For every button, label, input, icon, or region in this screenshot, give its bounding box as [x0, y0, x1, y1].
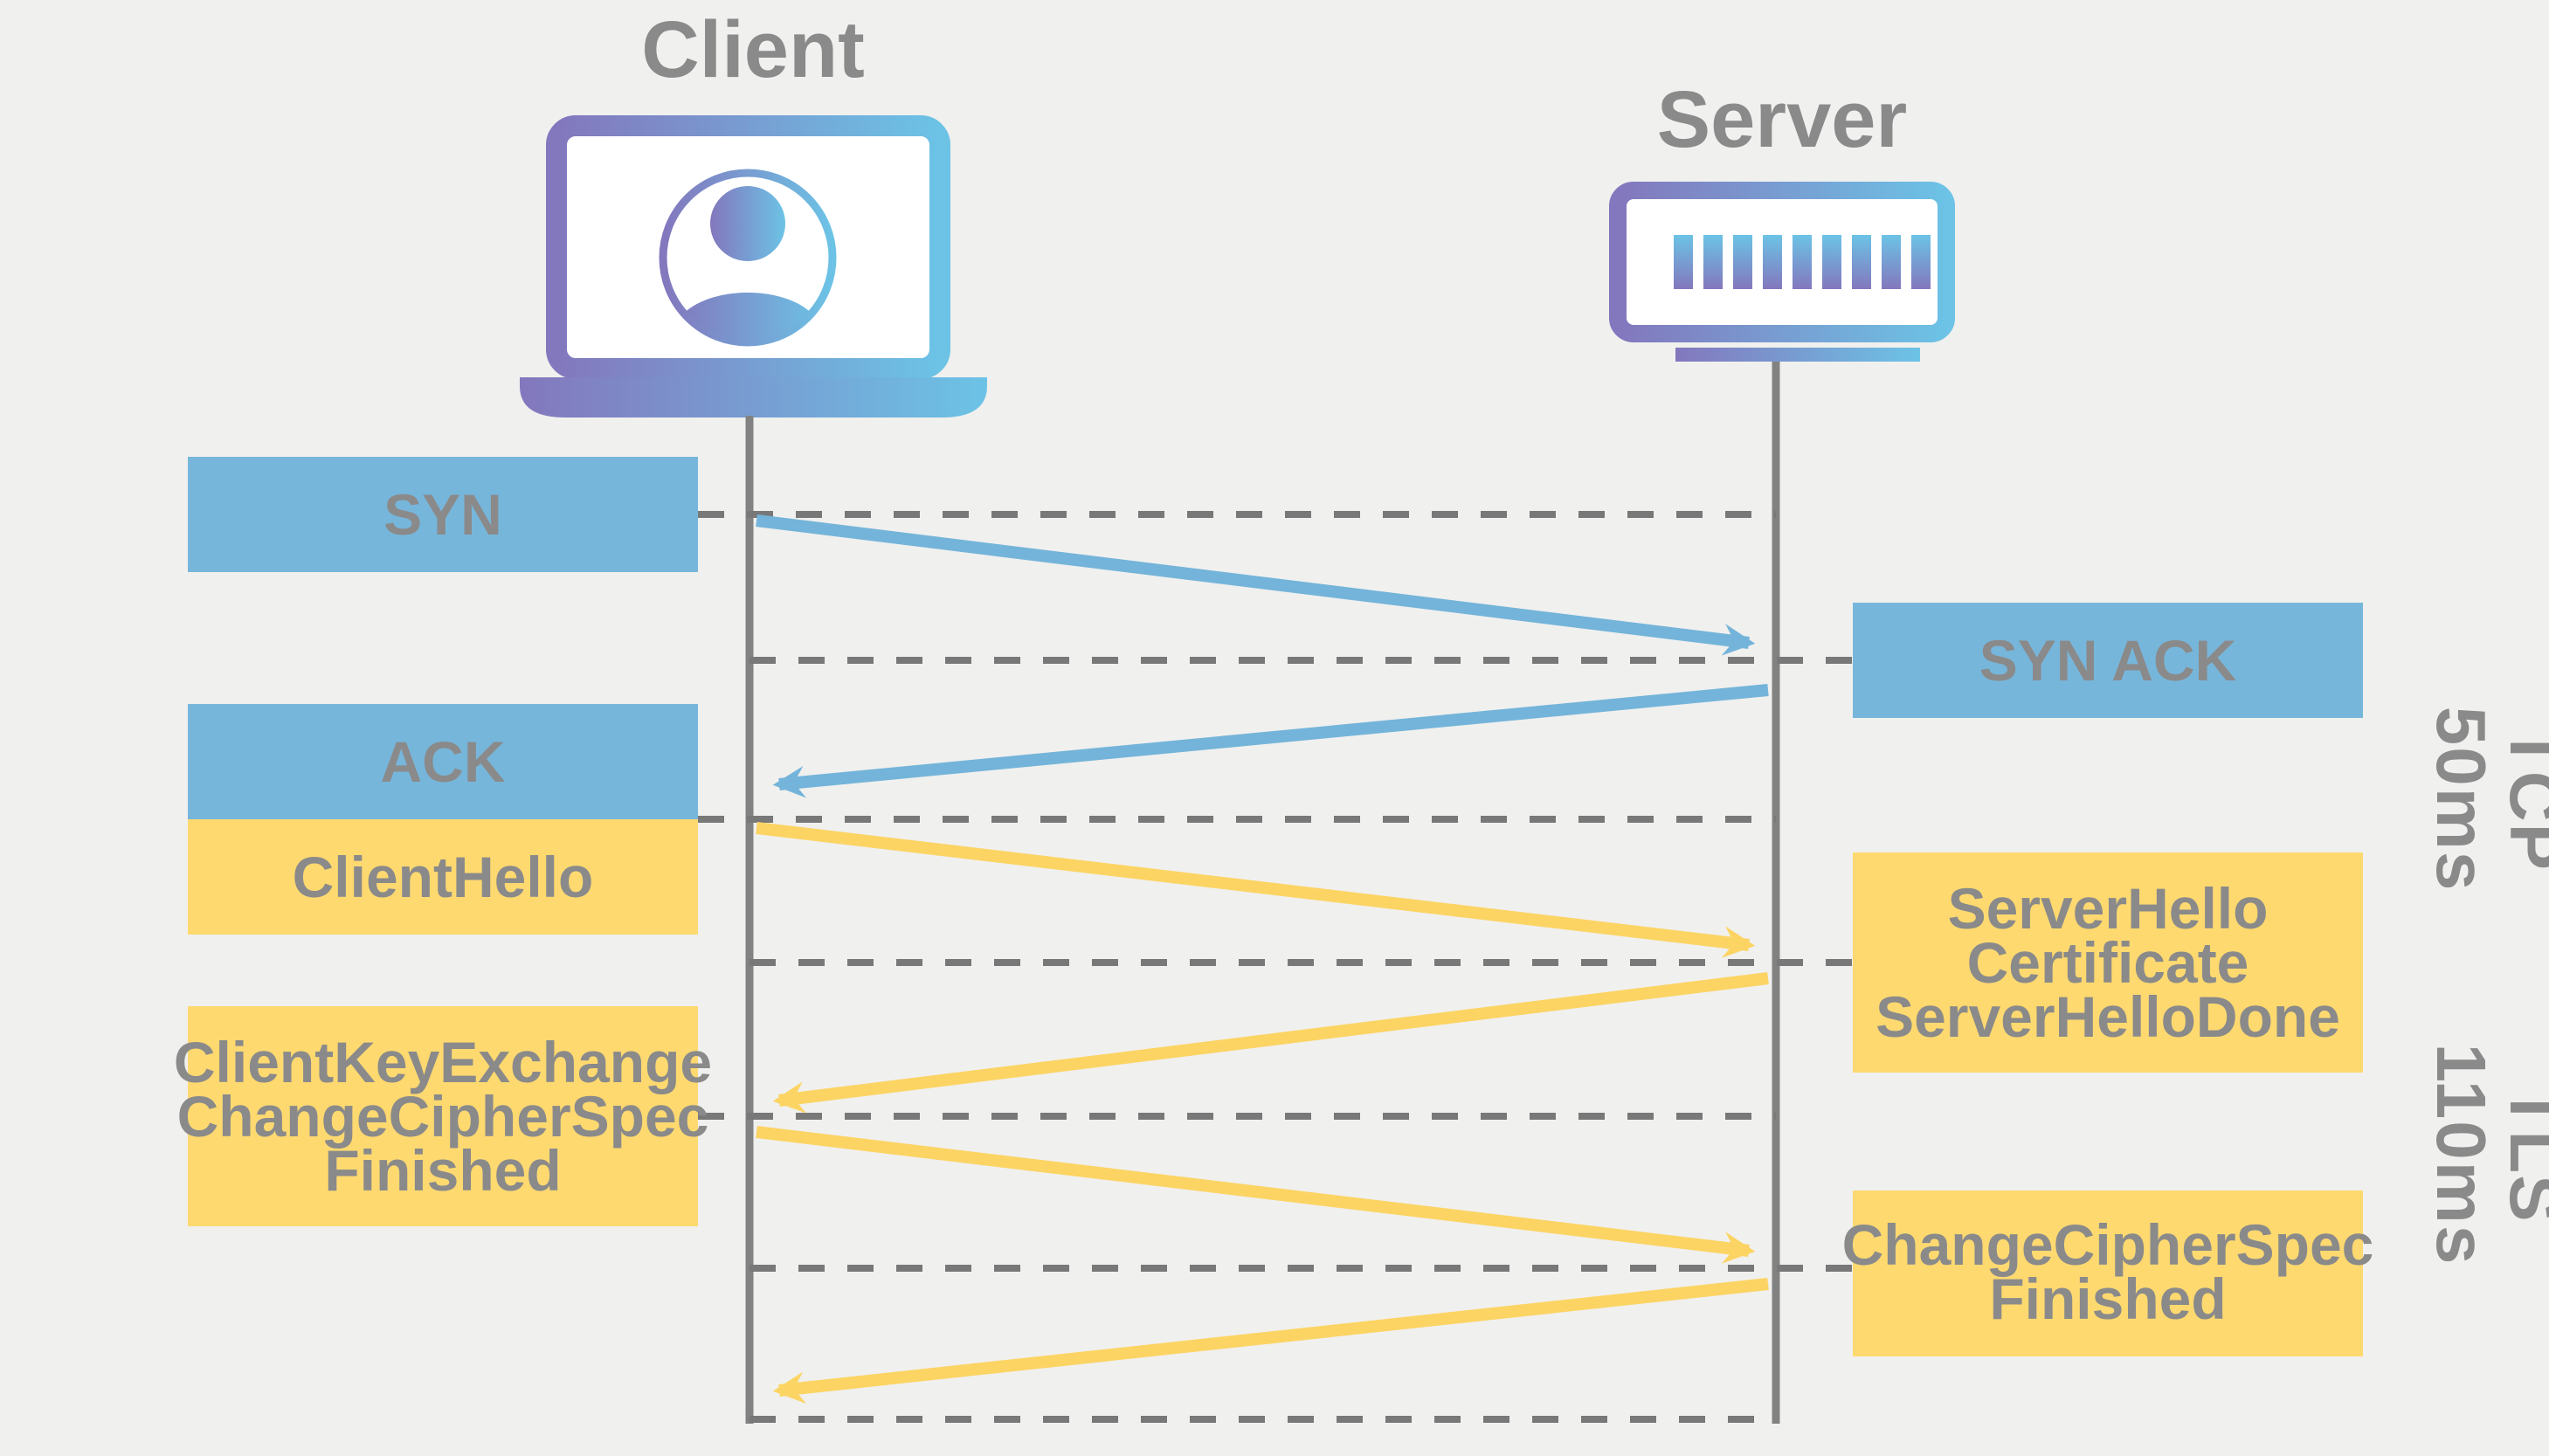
user-avatar-icon [659, 169, 837, 347]
syn-message-box: SYN [188, 457, 698, 572]
syn-ack-box [1853, 603, 2363, 718]
tcp-phase-label: TCP 50ms [2422, 707, 2549, 893]
change-cipher-spec-box-line1: ChangeCipherSpec [1842, 1212, 2374, 1277]
client-key-exchange-message-box: ClientKeyExchange ChangeCipherSpec Finis… [174, 1006, 712, 1226]
change-cipher-spec-box-line2: Finished [1989, 1266, 2226, 1331]
server-hello-box [1853, 852, 2363, 1073]
laptop-icon [520, 115, 987, 417]
syn-ack-box-label: SYN ACK [1979, 628, 2237, 693]
client-hello-message-box: ClientHello [188, 819, 698, 935]
client-key-exchange-box-line1: ClientKeyExchange [174, 1030, 712, 1094]
server-icon [1609, 182, 1955, 362]
tls-phase-duration: 110ms [2422, 1044, 2500, 1266]
ack-box-label: ACK [381, 729, 506, 794]
tls-phase-label: TLS 110ms [2422, 1044, 2549, 1266]
client-key-exchange-arrow [756, 1126, 1756, 1264]
client-hello-box-label: ClientHello [293, 845, 594, 909]
client-hello-arrow [756, 822, 1756, 958]
change-cipher-spec-message-box: ChangeCipherSpec Finished [1842, 1190, 2374, 1356]
server-slots-icon [1674, 235, 1931, 289]
server-hello-arrow [772, 972, 1769, 1114]
client-actor-label: Client [641, 5, 865, 94]
server-hello-message-box: ServerHello Certificate ServerHelloDone [1853, 852, 2363, 1073]
server-hello-box-line2: Certificate [1967, 930, 2249, 995]
syn-box [188, 457, 698, 572]
server-hello-box-line1: ServerHello [1948, 876, 2269, 941]
ack-message-box: ACK [188, 704, 698, 819]
client-key-exchange-box-line3: Finished [324, 1138, 561, 1203]
server-actor-label: Server [1657, 75, 1907, 164]
server-hello-box-line3: ServerHelloDone [1875, 984, 2340, 1049]
client-key-exchange-box [188, 1006, 698, 1226]
ack-box [188, 704, 698, 819]
change-cipher-spec-box [1853, 1190, 2363, 1356]
change-cipher-spec-arrow [772, 1278, 1769, 1404]
client-hello-box [188, 819, 698, 935]
syn-ack-message-box: SYN ACK [1853, 603, 2363, 718]
tls-phase-name: TLS [2496, 1086, 2549, 1223]
tcp-phase-duration: 50ms [2422, 707, 2500, 893]
syn-ack-arrow [772, 684, 1769, 798]
client-key-exchange-box-line2: ChangeCipherSpec [177, 1084, 709, 1149]
syn-box-label: SYN [383, 482, 502, 547]
syn-arrow [756, 514, 1756, 656]
tcp-phase-name: TCP [2496, 727, 2549, 872]
